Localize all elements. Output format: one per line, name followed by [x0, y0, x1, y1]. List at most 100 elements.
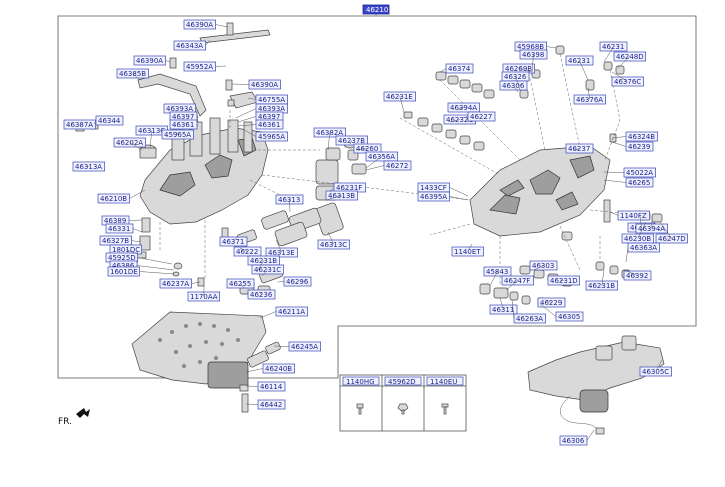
- leader-line: [586, 429, 595, 441]
- part-label-46442[interactable]: 46442: [257, 399, 286, 410]
- part-label-45965a-2[interactable]: 45965A: [255, 131, 288, 142]
- part-label-46239[interactable]: 46239: [625, 141, 654, 152]
- leader-line: [513, 85, 519, 93]
- part-label-text: 46327B: [102, 237, 129, 245]
- leader-line: [85, 165, 89, 167]
- part-label-text: 46237: [568, 145, 590, 153]
- part-label-text: 45968B: [517, 43, 544, 51]
- part-label-text: 46442: [260, 401, 282, 409]
- part-label-46227[interactable]: 46227: [467, 111, 496, 122]
- part-label-46390a-2[interactable]: 46390A: [133, 55, 166, 66]
- leader-line: [137, 257, 173, 265]
- main-assembly-label-text: 46210: [366, 6, 388, 14]
- part-label-text: 46393A: [166, 105, 193, 113]
- part-label-45925d[interactable]: 45925D: [105, 252, 138, 263]
- part-label-46344[interactable]: 46344: [95, 115, 124, 126]
- leader-line: [215, 24, 229, 28]
- part-label-46395a[interactable]: 46395A: [417, 191, 450, 202]
- part-label-46390a-3[interactable]: 46390A: [248, 79, 281, 90]
- leader-line: [136, 265, 175, 271]
- part-label-text: 46210B: [100, 195, 127, 203]
- leader-line: [637, 221, 647, 239]
- part-label-text: 46239: [628, 143, 650, 151]
- part-label-46389[interactable]: 46389: [101, 215, 130, 226]
- leader-line: [327, 231, 335, 245]
- svg-text:FR.: FR.: [58, 417, 72, 427]
- part-label-46361-2[interactable]: 46361: [255, 119, 284, 130]
- part-label-text: 45952A: [186, 63, 213, 71]
- leader-line: [489, 271, 498, 287]
- part-label-46296[interactable]: 46296: [283, 276, 312, 287]
- part-label-46343a[interactable]: 46343A: [173, 40, 206, 51]
- part-label-1433cf[interactable]: 1433CF: [417, 182, 450, 193]
- table-header-1140HG[interactable]: 1140HG: [342, 376, 380, 386]
- leader-line: [132, 228, 143, 233]
- part-label-text: 46272: [386, 162, 408, 170]
- table-header-1140EU[interactable]: 1140EU: [426, 376, 464, 386]
- leader-line: [325, 195, 342, 201]
- leader-line: [275, 239, 283, 253]
- part-label-46237a[interactable]: 46237A: [159, 278, 192, 289]
- part-label-46361-1[interactable]: 46361: [169, 119, 198, 130]
- part-label-text: 46398: [522, 51, 544, 59]
- part-label-46306b[interactable]: 46306: [559, 435, 588, 446]
- part-label-46211a[interactable]: 46211A: [275, 306, 308, 317]
- part-label-46231f[interactable]: 46231F: [333, 182, 366, 193]
- detent-bracket: [137, 73, 207, 117]
- part-label-46374[interactable]: 46374: [445, 63, 474, 74]
- part-label-46755a[interactable]: 46755A: [255, 94, 288, 105]
- leader-line: [93, 120, 97, 125]
- part-label-1601de[interactable]: 1601DE: [107, 266, 140, 277]
- leader-line: [196, 116, 199, 123]
- leader-line: [365, 156, 382, 169]
- part-label-text: 46263A: [516, 315, 543, 323]
- part-label-text: 46393A: [258, 105, 285, 113]
- leader-line: [399, 96, 405, 113]
- leader-line: [449, 187, 469, 197]
- part-label-46272[interactable]: 46272: [383, 160, 412, 171]
- part-label-46245a[interactable]: 46245A: [288, 341, 321, 352]
- diagram-frame: [57, 15, 697, 379]
- part-label-46331[interactable]: 46331: [105, 223, 134, 234]
- part-label-text: 46390A: [186, 21, 213, 29]
- part-label-46324b[interactable]: 46324B: [625, 131, 658, 142]
- part-label-46305[interactable]: 46305: [555, 311, 584, 322]
- leader-line: [349, 140, 353, 145]
- table-header-45962D[interactable]: 45962D: [384, 376, 422, 386]
- part-label-text: 46374: [448, 65, 471, 73]
- part-label-46240b[interactable]: 46240B: [262, 363, 295, 374]
- part-label-text: 46386: [112, 262, 135, 270]
- part-label-46114[interactable]: 46114: [257, 381, 286, 392]
- leader-line: [175, 131, 179, 135]
- part-label-text: 46296: [286, 278, 309, 286]
- part-label-46210b[interactable]: 46210B: [97, 193, 130, 204]
- part-label-text: 46313E: [268, 249, 295, 257]
- part-label-46265[interactable]: 46265: [625, 177, 654, 188]
- leader-line: [165, 60, 171, 63]
- part-label-text: 46313B: [328, 192, 355, 200]
- leader-line: [603, 46, 614, 63]
- main-assembly-label[interactable]: 46210: [362, 4, 390, 15]
- part-label-text: 46361: [258, 121, 280, 129]
- leader-line: [461, 116, 469, 119]
- part-label-46363a[interactable]: 46363A: [627, 242, 660, 253]
- part-label-45022a[interactable]: 45022A: [623, 167, 656, 178]
- part-label-text: 46265: [628, 179, 650, 187]
- part-label-text: 1601DE: [110, 268, 138, 276]
- plate-holes: [158, 322, 240, 368]
- part-label-46327b[interactable]: 46327B: [99, 235, 132, 246]
- part-label-text: 46397: [172, 113, 194, 121]
- leader-line: [511, 299, 515, 319]
- svg-text:1140EU: 1140EU: [430, 378, 457, 386]
- part-label-text: 46306: [502, 82, 525, 90]
- svg-text:45962D: 45962D: [388, 378, 416, 386]
- part-label-text: 46376A: [576, 96, 603, 104]
- part-label-text: 46397: [258, 113, 280, 121]
- part-label-45952a[interactable]: 45952A: [183, 61, 216, 72]
- part-label-46390a-1[interactable]: 46390A: [183, 19, 216, 30]
- part-label-text: 46371: [222, 238, 244, 246]
- part-label-46263a[interactable]: 46263A: [513, 313, 546, 324]
- part-label-1140fz[interactable]: 1140FZ: [617, 210, 650, 221]
- leader-line: [579, 60, 589, 81]
- leader-line: [237, 124, 257, 127]
